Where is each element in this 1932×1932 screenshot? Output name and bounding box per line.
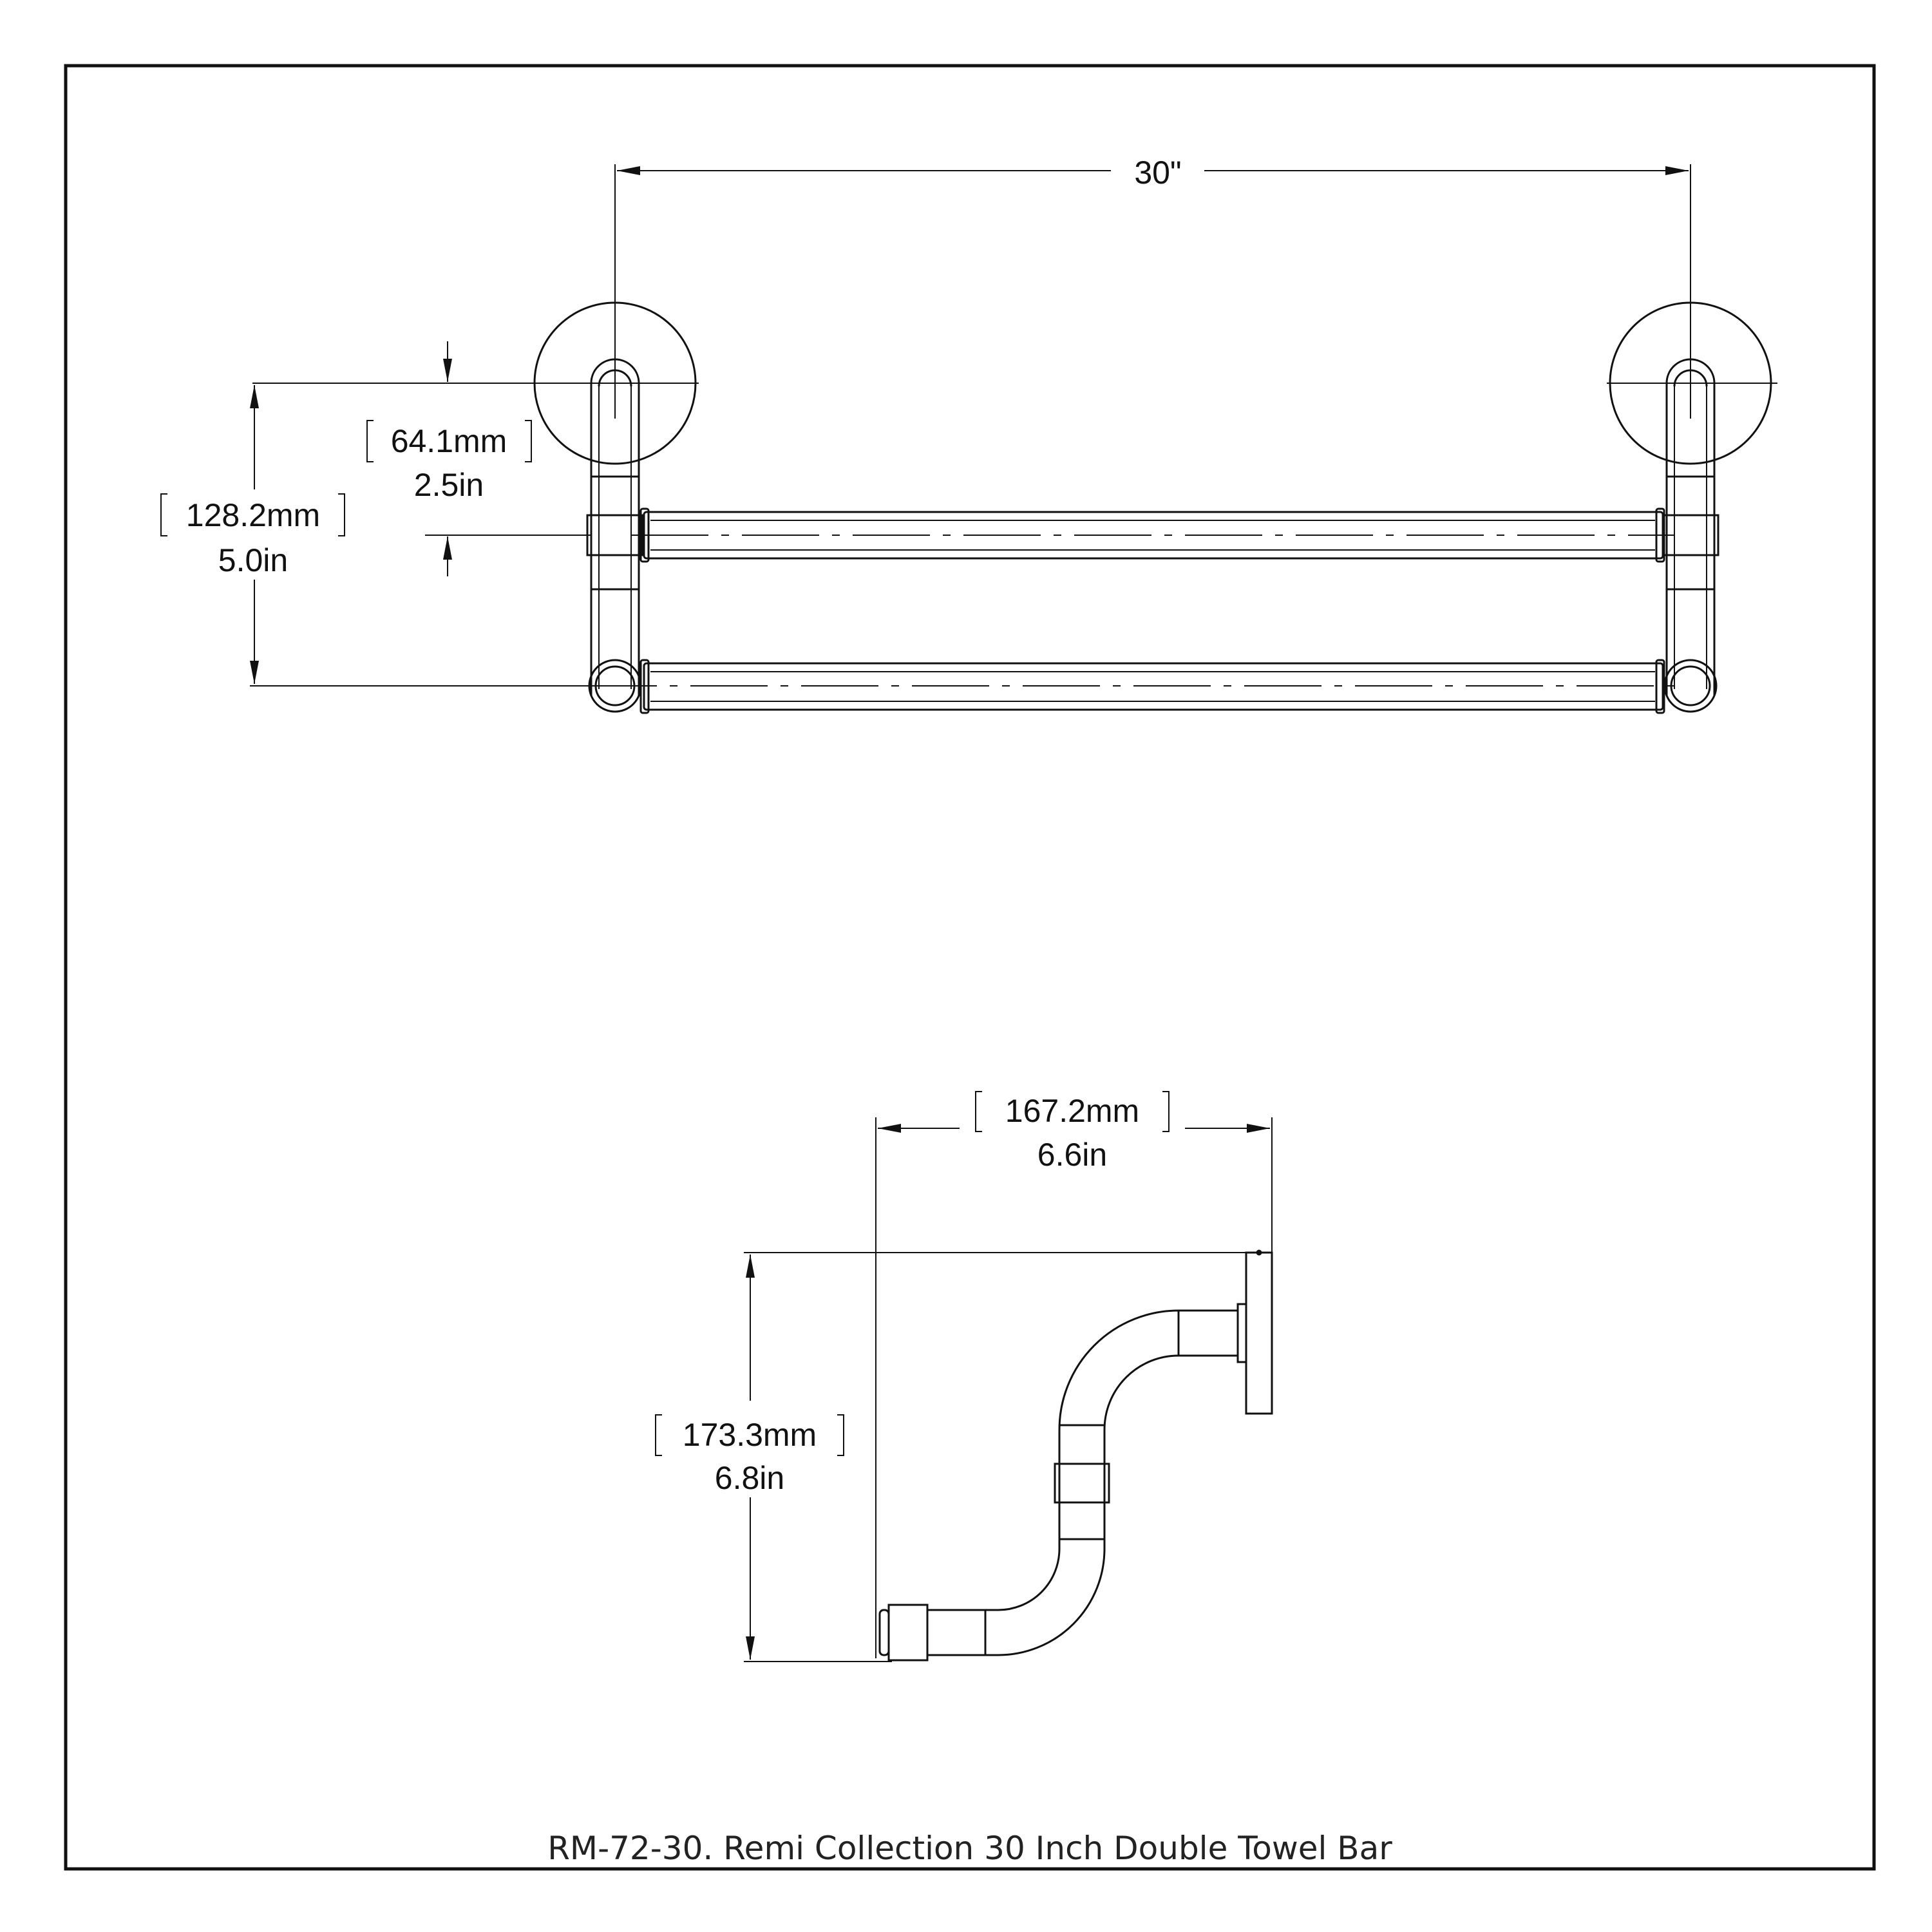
spacing-mm-label: 128.2mm	[186, 497, 320, 533]
offset-mm-label: 64.1mm	[391, 423, 507, 459]
projection-dimension	[875, 1091, 1273, 1658]
spacing-dimension	[250, 385, 589, 687]
height-dimension	[655, 1252, 1262, 1662]
width-dimension	[614, 164, 1691, 412]
projection-in-label: 6.6in	[1037, 1137, 1107, 1173]
drawing-border	[64, 64, 1876, 1871]
dimension-brackets	[160, 420, 532, 536]
width-label: 30"	[1134, 155, 1181, 191]
side-view	[655, 1091, 1273, 1662]
height-mm-label: 173.3mm	[683, 1417, 817, 1453]
spacing-in-label: 5.0in	[218, 542, 288, 578]
height-in-label: 6.8in	[715, 1460, 784, 1496]
projection-mm-label: 167.2mm	[1005, 1093, 1139, 1129]
side-arm	[878, 1309, 1238, 1662]
lower-towel-bar	[580, 659, 1674, 714]
left-mount	[533, 293, 699, 713]
wall-flange	[1236, 1249, 1273, 1415]
offset-dimension	[252, 341, 591, 576]
upper-towel-bar	[631, 507, 1674, 563]
front-view	[160, 164, 1777, 714]
offset-in-label: 2.5in	[414, 467, 484, 503]
drawing-caption: RM-72-30. Remi Collection 30 Inch Double…	[547, 1830, 1392, 1867]
right-mount	[1607, 293, 1777, 713]
